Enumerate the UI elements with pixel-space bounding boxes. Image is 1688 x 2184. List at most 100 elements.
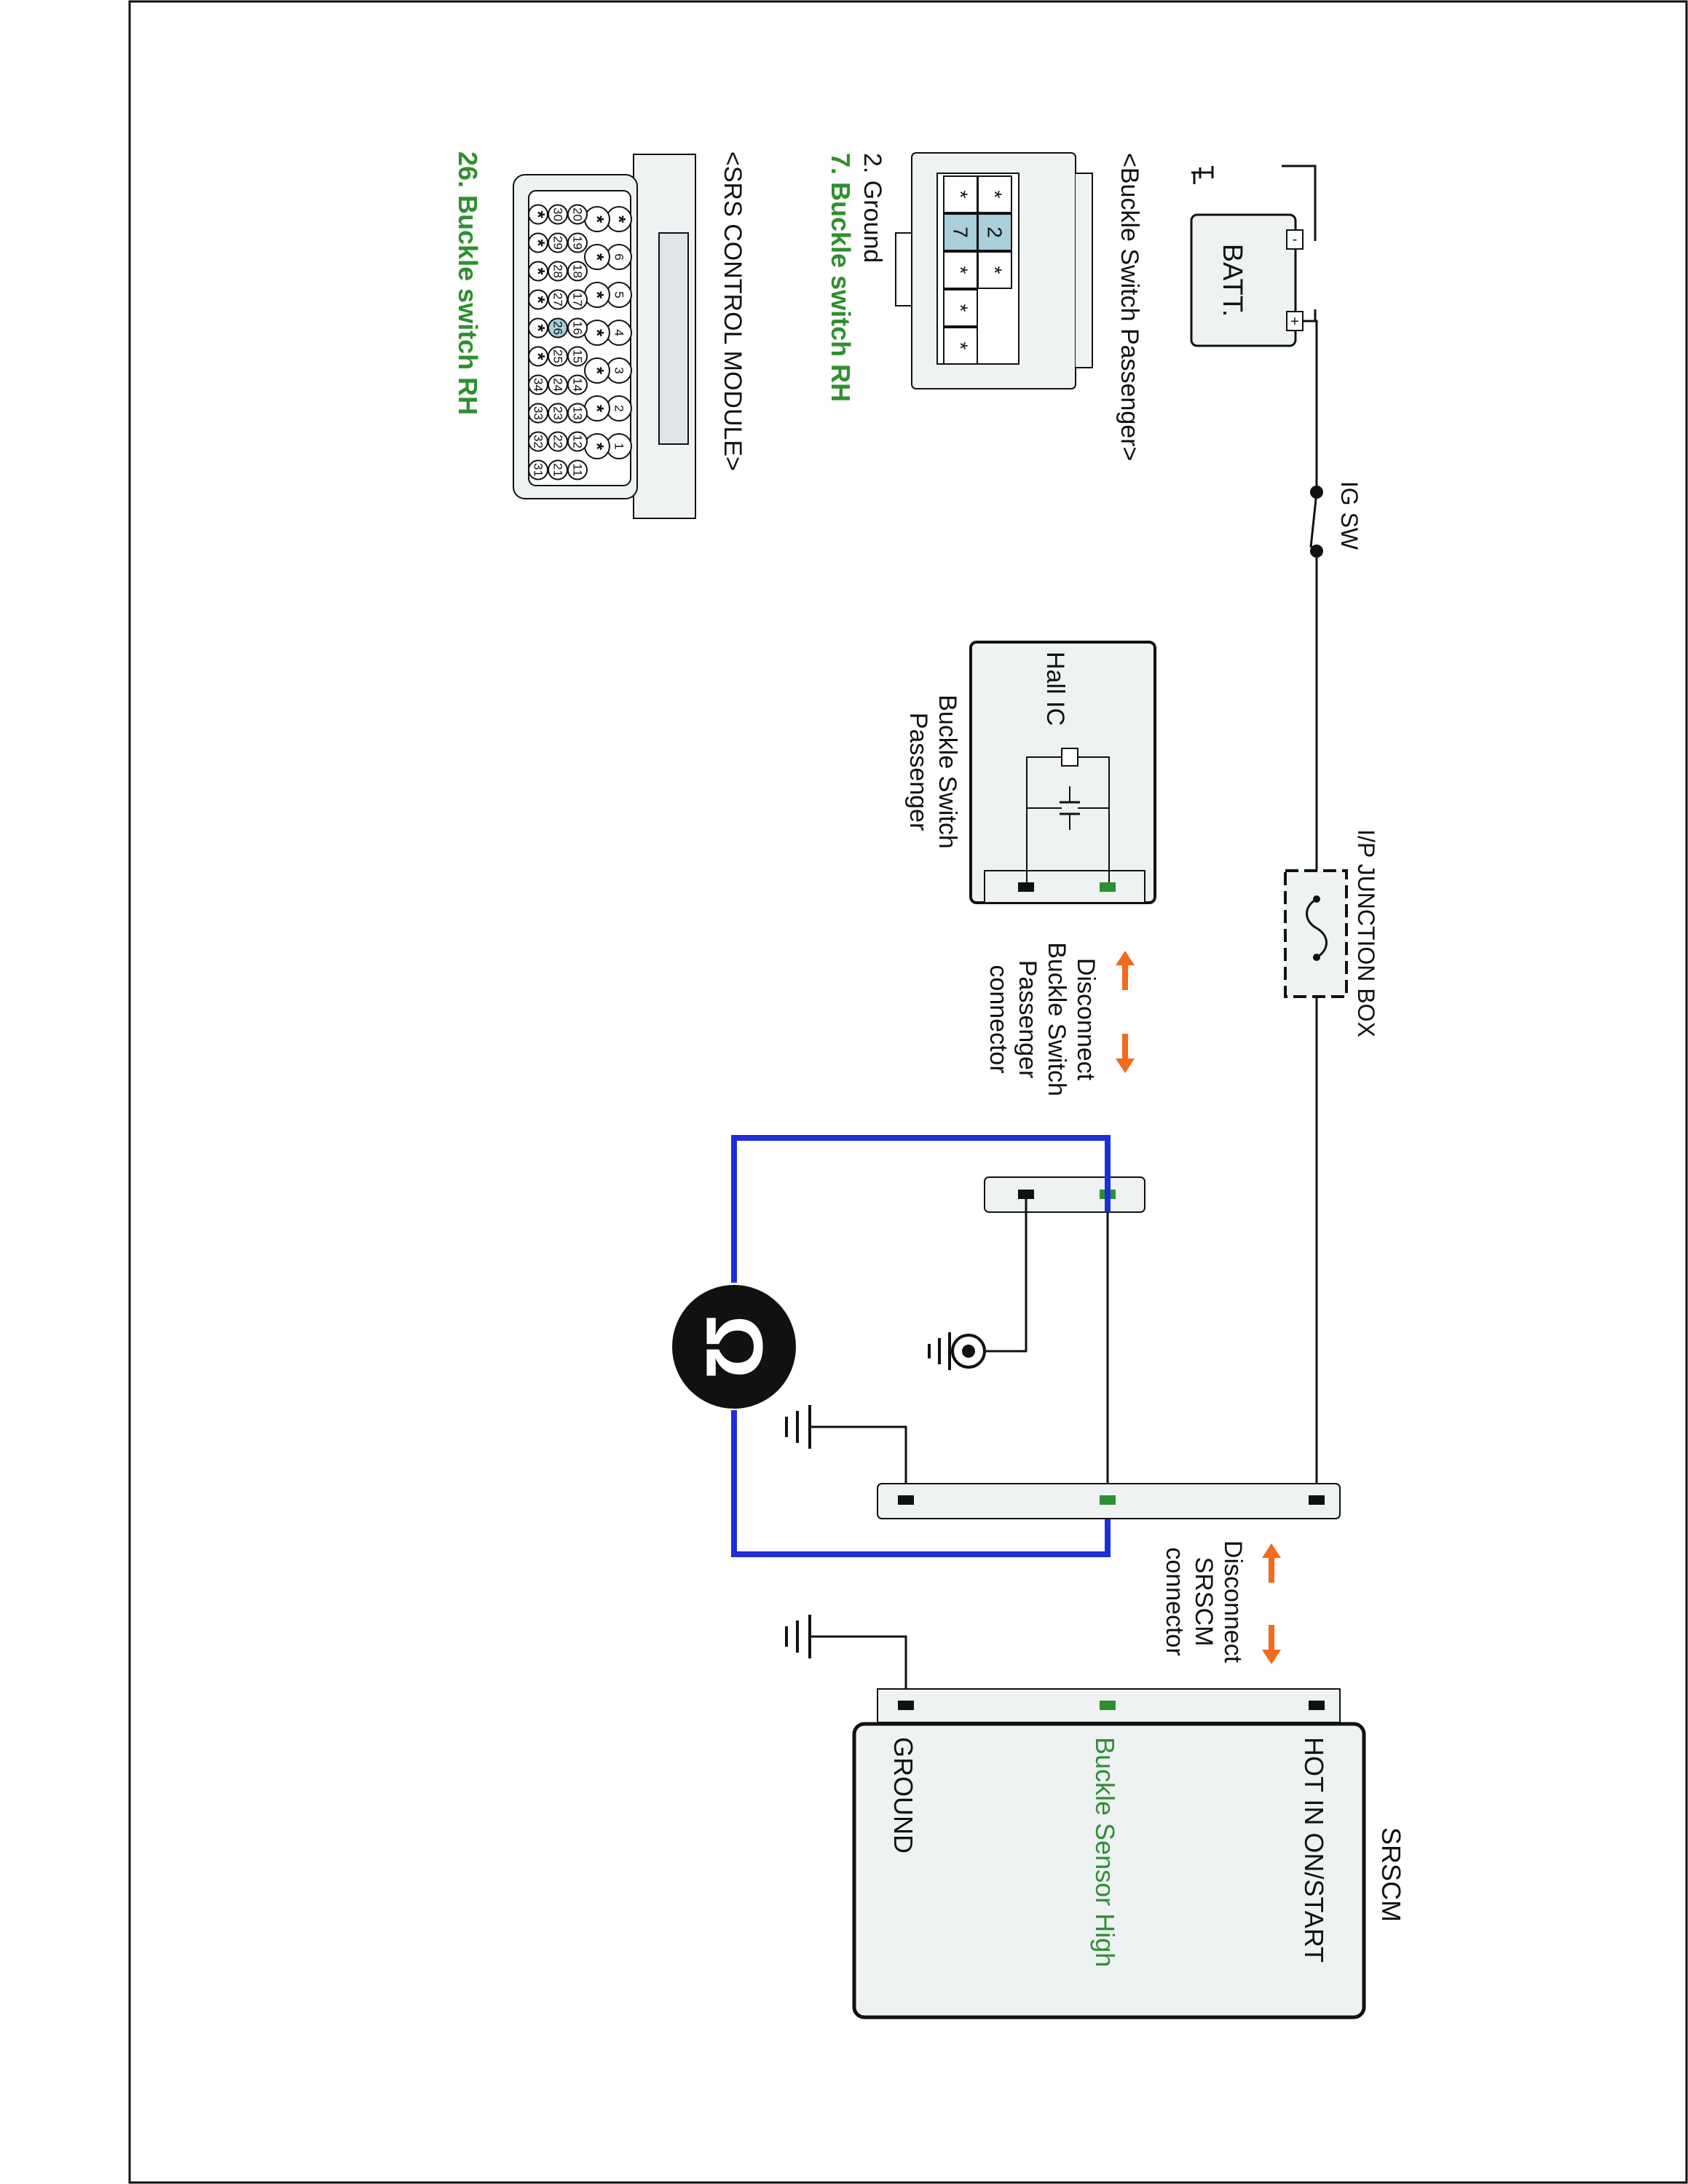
srs-pin-label: 24 (551, 378, 565, 392)
buckle-pin-label: * (950, 191, 972, 199)
srs-pin (528, 289, 548, 310)
disconnect-srscm-line2: SRSCM (1190, 1557, 1218, 1647)
buckle-connector-note-ground: 2. Ground (859, 153, 886, 263)
wire-mid-ground (810, 1425, 907, 1500)
chassis-ground-1 (928, 1332, 986, 1370)
srs-pin-label: 1 (612, 443, 626, 449)
buckle-pin-cell (977, 175, 1012, 213)
srs-pin-label: 33 (532, 406, 545, 420)
wire-buckle-ground (985, 1199, 1028, 1353)
srs-pin-label: 34 (532, 378, 545, 392)
srs-pin-label: * (527, 267, 549, 275)
buckle-pin-cell (943, 327, 978, 365)
chassis-ground-3 (785, 1615, 811, 1658)
srs-pin (584, 357, 610, 384)
srs-pin-label: * (586, 329, 608, 337)
srscm-pin-hot-label: HOT IN ON/START (1299, 1737, 1329, 1963)
srscm-harness-pin-signal (1100, 1495, 1116, 1505)
buckle-switch-name-line2: Passenger (904, 713, 932, 831)
buckle-pin-label: 2 (984, 226, 1006, 238)
battery: - + BATT. (1190, 165, 1317, 347)
srs-pin-label: * (527, 210, 549, 218)
srs-pin-label: * (586, 215, 608, 223)
srs-pin-label: 15 (571, 349, 585, 363)
fuse-symbol (1306, 898, 1328, 959)
battery-box (1190, 213, 1297, 347)
srs-pin-label: 3 (612, 367, 626, 373)
srscm-pin-ground-label: GROUND (888, 1737, 918, 1853)
ig-switch: IG SW (1309, 481, 1362, 558)
srs-pin-label: 28 (551, 264, 565, 278)
harness-connector-body (984, 1176, 1145, 1213)
chassis-ground-2 (785, 1405, 811, 1449)
buckle-pin-cell (943, 213, 978, 251)
srs-pin-label: 13 (571, 406, 585, 420)
buckle-pin-label: * (984, 266, 1006, 274)
hall-ic-element (1061, 748, 1078, 767)
srs-pin-label: * (586, 253, 608, 261)
srs-pin-label: 31 (532, 463, 545, 477)
srscm-harness-connector (877, 1483, 1341, 1519)
srs-pin-label: 5 (612, 291, 626, 298)
ip-junction-box: I/P JUNCTION BOX (1284, 829, 1379, 1037)
srs-pin-label: 18 (571, 264, 585, 278)
buckle-pin-label: * (984, 191, 1006, 199)
battery-label: BATT. (1217, 244, 1247, 317)
srs-pin (528, 317, 548, 339)
battery-neg-terminal (1286, 229, 1304, 250)
battery-neg-label: - (1293, 232, 1298, 248)
disconnect-buckle-line2: Buckle Switch (1043, 942, 1070, 1096)
srs-pin-label: * (586, 443, 608, 451)
buckle-connector-title: <Buckle Switch Passenger> (1116, 153, 1143, 461)
ohm-symbol: Ω (690, 1315, 779, 1379)
srscm-harness-pin-ground (898, 1495, 914, 1505)
srs-pin-label: 20 (571, 207, 585, 221)
srs-pin (528, 403, 548, 424)
disconnect-srscm-line3: connector (1161, 1547, 1188, 1655)
buckle-pin-label: 7 (950, 226, 972, 238)
srs-pin (528, 232, 548, 253)
buckle-pin-cell (943, 175, 978, 213)
buckle-pin-label: * (950, 266, 972, 274)
srs-pin-label: 23 (551, 406, 565, 420)
srs-pin (528, 261, 548, 282)
disconnect-buckle-line1: Disconnect (1072, 958, 1100, 1081)
meter-lead-top (731, 1135, 1111, 1283)
srs-pin (528, 459, 548, 480)
buckle-pin-label: * (950, 342, 972, 350)
srs-pin (528, 346, 548, 367)
disconnect-buckle-line4: connector (985, 965, 1012, 1073)
ig-switch-label: IG SW (1336, 481, 1362, 550)
battery-pos-label: + (1290, 314, 1299, 330)
buckle-switch-pin-signal (1100, 882, 1116, 892)
srs-pin-label: * (586, 367, 608, 375)
srs-pin-label: 2 (612, 405, 626, 411)
srscm-harness-pin-hot (1309, 1495, 1325, 1505)
srs-pin-label: * (608, 215, 630, 223)
buckle-connector-face: *2**7*** <Buckle Switch Passenger> 2. Gr… (826, 152, 1143, 461)
disconnect-buckle-line3: Passenger (1014, 960, 1041, 1079)
disconnect-srscm-line1: Disconnect (1219, 1540, 1247, 1663)
srs-pin-label: 22 (551, 435, 565, 448)
srs-connector-note: 26. Buckle switch RH (453, 151, 483, 415)
buckle-pin-cell (943, 251, 978, 289)
buckle-switch-passenger: Hall IC Buckle Switch Passenger (904, 641, 1156, 904)
ohmmeter: Ω (672, 1285, 796, 1409)
srs-pin (528, 431, 548, 452)
meter-lead-bottom (731, 1410, 1111, 1557)
srs-pin-label: * (527, 239, 549, 247)
harness-pin-ground (1018, 1190, 1034, 1199)
srs-pin-label: 16 (571, 321, 585, 335)
srs-pin-label: 32 (532, 435, 545, 448)
disconnect-srscm-annotation: Disconnect SRSCM connector (1161, 1540, 1281, 1664)
srs-pin (528, 204, 548, 225)
wire-srscm-ground (810, 1635, 907, 1704)
srs-pin-label: * (586, 291, 608, 299)
wire-battery-positive (1303, 320, 1318, 486)
srscm-body (852, 1722, 1366, 2019)
buckle-pin-cell (977, 251, 1012, 289)
srs-pin (584, 244, 610, 270)
srs-pin-label: 19 (571, 236, 585, 250)
srs-pin-label: 17 (571, 293, 585, 306)
